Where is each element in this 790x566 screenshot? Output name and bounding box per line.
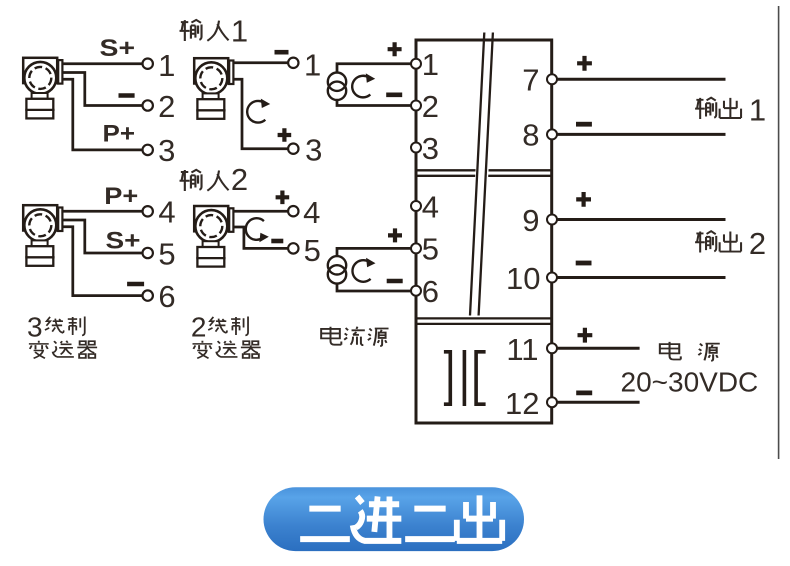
svg-text:4: 4 [158,195,175,230]
svg-text:2: 2 [231,162,248,197]
svg-text:11: 11 [506,332,538,367]
svg-text:2: 2 [158,89,175,124]
svg-text:S+: S+ [106,227,141,254]
svg-text:1: 1 [158,48,175,83]
svg-text:1: 1 [231,14,248,49]
svg-text:10: 10 [506,261,540,296]
svg-text:7: 7 [522,63,539,98]
svg-text:4: 4 [303,195,320,230]
svg-text:12: 12 [505,386,539,421]
svg-text:2: 2 [191,311,207,342]
svg-text:1: 1 [749,93,766,128]
svg-text:20~30VDC: 20~30VDC [621,366,759,397]
svg-text:2: 2 [422,89,439,124]
svg-text:5: 5 [158,236,175,271]
svg-text:1: 1 [304,48,321,83]
svg-text:6: 6 [422,274,439,309]
svg-text:5: 5 [304,233,321,268]
svg-text:3: 3 [158,133,175,168]
svg-text:3: 3 [27,311,43,342]
svg-text:3: 3 [305,132,322,167]
svg-text:9: 9 [522,203,539,238]
svg-text:6: 6 [158,279,175,314]
svg-text:2: 2 [749,226,766,261]
svg-text:P+: P+ [104,183,138,210]
svg-text:5: 5 [422,232,439,267]
svg-text:4: 4 [422,189,439,224]
svg-text:S+: S+ [100,35,136,62]
svg-text:3: 3 [422,131,439,166]
svg-text:8: 8 [522,118,539,153]
svg-text:1: 1 [422,47,439,82]
svg-text:P+: P+ [103,120,136,147]
